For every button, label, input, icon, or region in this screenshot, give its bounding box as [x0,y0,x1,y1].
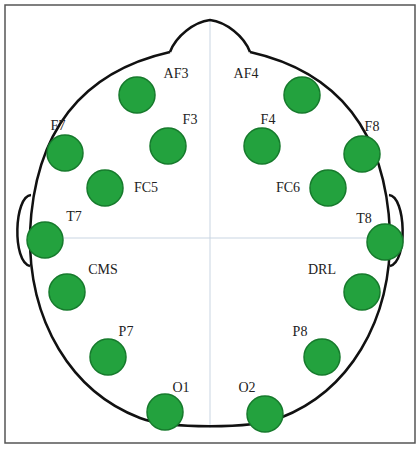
frame [5,5,415,443]
electrode-label: CMS [88,263,118,277]
electrode-circle [243,127,281,165]
electrode-circle [26,221,64,259]
electrode-label: O2 [238,381,255,395]
electrode-disc [284,77,320,113]
electrode: F4 [243,127,281,165]
electrode-circle [46,134,84,172]
electrode-circle [48,273,86,311]
electrode-circle [309,169,347,207]
electrode: P8 [303,338,341,376]
head-outline [30,52,390,426]
electrode-circle [303,338,341,376]
electrode-disc [344,274,380,310]
electrode: AF3 [118,76,156,114]
electrode-disc [147,394,183,430]
electrode-circle [146,393,184,431]
electrode: CMS [48,273,86,311]
electrode-label: P7 [119,325,134,339]
electrode: DRL [343,273,381,311]
electrode-circle [366,223,404,261]
electrode: F8 [343,135,381,173]
electrode-disc [49,274,85,310]
electrode: AF4 [283,76,321,114]
electrode-disc [150,128,186,164]
electrode-label: AF3 [164,67,189,81]
electrode-disc [90,339,126,375]
electrode-circle [86,169,124,207]
electrode-label: T8 [356,212,372,226]
electrode: O1 [146,393,184,431]
electrode-label: F3 [183,113,198,127]
electrode-disc [367,224,403,260]
electrode-label: AF4 [234,67,259,81]
electrode-label: FC6 [276,181,300,195]
electrode-circle [118,76,156,114]
electrode-circle [343,273,381,311]
electrode: T7 [26,221,64,259]
electrode-disc [310,170,346,206]
electrode-disc [344,136,380,172]
electrode: F7 [46,134,84,172]
electrode-label: F4 [261,113,276,127]
electrode: O2 [246,395,284,433]
electrode-circle [149,127,187,165]
electrode-label: F8 [365,120,380,134]
electrode-disc [119,77,155,113]
electrode-disc [247,396,283,432]
electrode-label: O1 [172,381,189,395]
electrode-label: T7 [66,210,82,224]
electrode-disc [27,222,63,258]
electrode: T8 [366,223,404,261]
electrode: P7 [89,338,127,376]
electrode-disc [244,128,280,164]
midline-horizontal [30,238,390,239]
electrode: FC6 [309,169,347,207]
electrode-circle [246,395,284,433]
electrode-label: DRL [308,263,336,277]
midline-vertical [210,22,211,428]
electrode: FC5 [86,169,124,207]
electrode-disc [47,135,83,171]
electrode-label: FC5 [134,181,158,195]
nose [170,20,250,52]
electrode: F3 [149,127,187,165]
electrode-circle [343,135,381,173]
electrode-label: F7 [51,119,66,133]
electrode-disc [87,170,123,206]
electrode-disc [304,339,340,375]
electrode-circle [283,76,321,114]
electrode-label: P8 [293,325,308,339]
electrode-circle [89,338,127,376]
